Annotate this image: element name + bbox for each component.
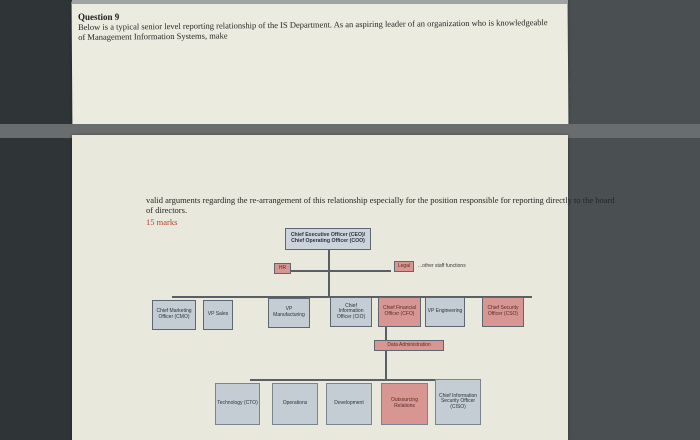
outsourcing-relations-box: Outsourcing Relations (381, 383, 428, 425)
question-title: Question 9 (78, 12, 120, 22)
paper-page-bottom: valid arguments regarding the re-arrange… (72, 135, 615, 440)
other-staff-note: ...other staff functions (418, 263, 466, 269)
page-gap (0, 124, 700, 138)
vp-sales-box: VP Sales (203, 300, 233, 330)
page-top-strip (72, 0, 568, 4)
cio-box: Chief Information Officer (CIO) (330, 297, 372, 327)
operations-box: Operations (272, 383, 318, 425)
cto-box: Technology (CTO) (215, 383, 260, 425)
question-marks: 15 marks (146, 217, 178, 227)
connector-vertical-main (328, 250, 330, 296)
ceo-line-1: Chief Executive Officer (CEO)/ (290, 232, 366, 239)
background-left (0, 0, 72, 440)
hr-box: HR (274, 263, 291, 274)
connector-level-2 (172, 296, 532, 298)
cmo-box: Chief Marketing Officer (CMO) (152, 300, 196, 330)
cso-box: Chief Security Officer (CSO) (482, 297, 524, 327)
cfo-box: Chief Financial Officer (CFO) (378, 297, 421, 327)
data-administration-box: Data Administration (374, 340, 444, 351)
question-continuation: valid arguments regarding the re-arrange… (146, 195, 615, 215)
development-box: Development (326, 383, 372, 425)
legal-box: Legal (394, 261, 414, 272)
ciso-box: Chief Information Security Officer (CISO… (435, 379, 481, 425)
vp-engineering-box: VP Engineering (425, 297, 465, 327)
vp-manufacturing-box: VP Manufacturing (268, 298, 310, 328)
connector-staff (284, 270, 391, 272)
connector-cio-down (385, 327, 387, 379)
ceo-box: Chief Executive Officer (CEO)/ Chief Ope… (285, 228, 371, 250)
ceo-line-2: Chief Operating Officer (COO) (291, 238, 365, 244)
background-right (568, 0, 700, 440)
connector-level-3 (250, 379, 472, 381)
